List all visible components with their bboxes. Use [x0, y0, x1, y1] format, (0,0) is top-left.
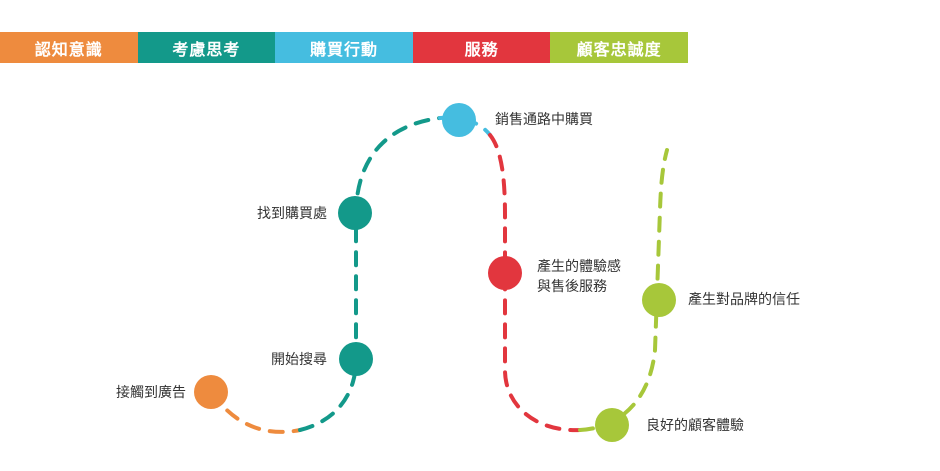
touchpoint-dot-trust [642, 283, 676, 317]
stage-loyalty: 顧客忠誠度 [550, 32, 688, 63]
touchpoint-label-find: 找到購買處 [257, 206, 327, 222]
stage-purchase: 購買行動 [275, 32, 413, 63]
touchpoint-label-buy: 銷售通路中購買 [495, 112, 593, 128]
stage-bar: 認知意識 考慮思考 購買行動 服務 顧客忠誠度 [0, 32, 688, 63]
stage-awareness: 認知意識 [0, 32, 138, 63]
touchpoint-dot-find [338, 196, 372, 230]
touchpoint-label-good-experience: 良好的顧客體驗 [646, 418, 744, 434]
touchpoint-label-trust: 產生對品牌的信任 [688, 292, 800, 308]
stage-service: 服務 [412, 32, 551, 63]
touchpoint-dot-ad [194, 375, 228, 409]
path-consideration [298, 116, 442, 432]
touchpoint-dot-experience [488, 256, 522, 290]
touchpoint-label-experience-line1: 產生的體驗感 [537, 259, 621, 275]
touchpoint-dot-buy [442, 103, 476, 137]
touchpoint-label-search: 開始搜尋 [271, 352, 327, 368]
touchpoint-label-ad: 接觸到廣告 [116, 385, 186, 401]
touchpoint-label-experience-line2: 與售後服務 [537, 279, 607, 295]
stage-consideration: 考慮思考 [137, 32, 276, 63]
touchpoint-dot-search [339, 342, 373, 376]
touchpoint-dot-good-experience [595, 408, 629, 442]
